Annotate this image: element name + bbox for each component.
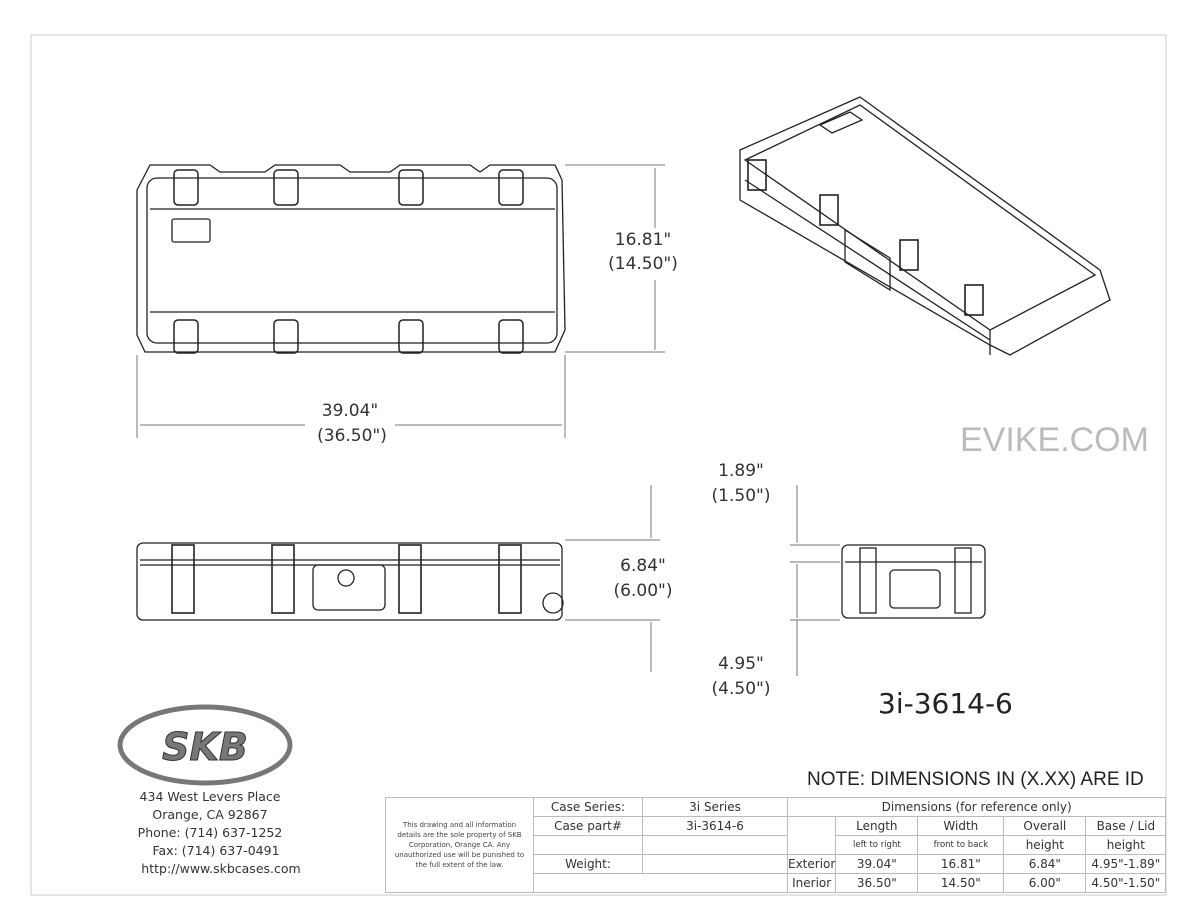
case-end-view	[841, 544, 986, 619]
blank-cell	[642, 835, 788, 855]
row-label: Exterior	[786, 854, 837, 874]
col-baselid: Base / Lid	[1085, 816, 1167, 836]
lid-exterior-label: 1.89"	[718, 461, 764, 481]
cell-width: 16.81"	[917, 854, 1005, 874]
address-line2: Orange, CA 92867	[152, 807, 268, 822]
case-series-label: Case Series:	[533, 797, 643, 817]
height-exterior-label: 6.84"	[620, 556, 666, 576]
row-label: Inerior	[786, 873, 837, 893]
width-interior-label: (14.50")	[608, 254, 678, 274]
cell-baselid: 4.50"-1.50"	[1085, 873, 1167, 893]
weight-label: Weight:	[533, 854, 643, 874]
cell-length: 36.50"	[835, 873, 919, 893]
lid-interior-label: (1.50")	[711, 486, 771, 506]
cell-width: 14.50"	[917, 873, 1005, 893]
col-baselid-sub: height	[1085, 835, 1167, 855]
case-top-view	[136, 164, 566, 354]
case-part-value: 3i-3614-6	[642, 816, 788, 836]
address-line1: 434 West Levers Place	[139, 789, 281, 804]
case-part-label: Case part#	[533, 816, 643, 836]
dims-header: Dimensions (for reference only)	[786, 797, 1167, 817]
blank-cell	[533, 873, 788, 893]
length-interior-label: (36.50")	[317, 426, 387, 446]
svg-text:SKB: SKB	[162, 725, 248, 769]
weight-value	[642, 854, 788, 874]
skb-logo: SKB	[117, 704, 293, 786]
part-number: 3i-3614-6	[878, 687, 1013, 720]
col-length: Length	[835, 816, 919, 836]
case-isometric-view	[739, 96, 1111, 356]
cell-overall: 6.84"	[1003, 854, 1087, 874]
col-width: Width	[917, 816, 1005, 836]
blank-cell	[533, 835, 643, 855]
cell-length: 39.04"	[835, 854, 919, 874]
base-interior-label: (4.50")	[711, 679, 771, 699]
case-side-view	[136, 542, 564, 621]
cell-overall: 6.00"	[1003, 873, 1087, 893]
height-interior-label: (6.00")	[613, 581, 673, 601]
title-block: This drawing and all information details…	[385, 797, 1167, 893]
case-series-value: 3i Series	[642, 797, 788, 817]
col-overall: Overall	[1003, 816, 1087, 836]
fax: Fax: (714) 637-0491	[152, 843, 280, 858]
phone: Phone: (714) 637-1252	[137, 825, 283, 840]
cell-baselid: 4.95"-1.89"	[1085, 854, 1167, 874]
width-exterior-label: 16.81"	[614, 230, 672, 250]
dimensions-note: NOTE: DIMENSIONS IN (X.XX) ARE ID	[807, 769, 1144, 790]
blank-cell	[786, 816, 837, 855]
website-link[interactable]: http://www.skbcases.com	[141, 861, 301, 876]
length-exterior-label: 39.04"	[321, 401, 379, 421]
watermark: EVIKE.COM	[960, 421, 1149, 459]
col-length-sub: left to right	[835, 835, 919, 855]
base-exterior-label: 4.95"	[718, 654, 764, 674]
col-overall-sub: height	[1003, 835, 1087, 855]
disclaimer: This drawing and all information details…	[385, 797, 534, 893]
col-width-sub: front to back	[917, 835, 1005, 855]
